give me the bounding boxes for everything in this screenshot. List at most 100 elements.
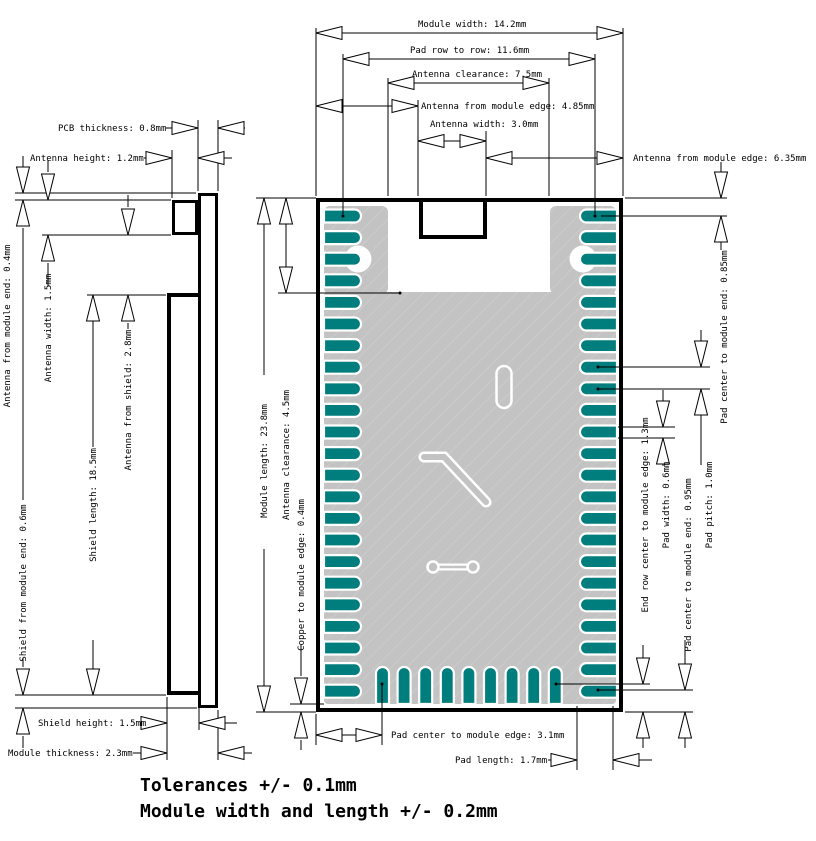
dimension-arrow <box>41 234 55 262</box>
pad-right-column <box>578 424 619 440</box>
pad-right-column <box>578 467 619 483</box>
side-view <box>167 193 218 708</box>
pad-left-column <box>322 532 363 548</box>
dimension-arrow <box>656 400 670 428</box>
dimension-arrow <box>279 197 293 225</box>
capsule-mark <box>495 364 513 410</box>
dimension-arrow <box>417 134 445 148</box>
dimension-arrow <box>16 166 30 194</box>
label-shield-length: Shield length: 18.5mm <box>89 448 99 562</box>
dimension-arrow <box>16 707 30 735</box>
dimension-arrow <box>315 99 343 113</box>
dimension-arrow <box>217 746 245 760</box>
pad-bottom-row <box>418 665 434 706</box>
pad-right-column <box>578 662 619 678</box>
dimension-arrow <box>16 199 30 227</box>
pad-left-column <box>322 510 363 526</box>
dimension-arrow <box>596 26 624 40</box>
pad-left-column <box>322 554 363 570</box>
dimension-arrow <box>217 121 245 135</box>
dimension-arrow <box>197 151 225 165</box>
dimension-arrow <box>387 76 415 90</box>
drawing-shape <box>554 682 558 686</box>
dimension-arrow <box>41 173 55 201</box>
pad-right-column <box>578 640 619 656</box>
pad-right-column <box>578 575 619 591</box>
label-copper-to-module-edge: Copper to module edge: 0.4mm <box>297 499 307 651</box>
pcb-profile <box>198 193 218 708</box>
pad-right-column <box>578 316 619 332</box>
label-pcb-thickness: PCB thickness: 0.8mm <box>58 124 166 134</box>
drawing-shape <box>341 214 345 218</box>
pad-right-column <box>578 489 619 505</box>
pad-right-column <box>578 273 619 289</box>
label-shield-height: Shield height: 1.5mm <box>38 719 146 729</box>
pad-bottom-row <box>461 665 477 706</box>
dimension-arrow <box>279 266 293 294</box>
label-antenna-from-module-end: Antenna from module end: 0.4mm <box>3 245 13 408</box>
dimension-arrow <box>140 746 168 760</box>
dimension-arrow <box>171 121 199 135</box>
label-pad-center-to-module-edge: Pad center to module edge: 3.1mm <box>391 731 564 741</box>
dimension-arrow <box>636 711 650 739</box>
label-module-thickness: Module thickness: 2.3mm <box>8 749 133 759</box>
pad-right-column <box>578 597 619 613</box>
pad-left-column <box>322 467 363 483</box>
dumbbell-end <box>466 560 480 574</box>
label-pad-center-to-module-end-bottom: Pad center to module end: 0.95mm <box>684 478 694 651</box>
label-module-width: Module width: 14.2mm <box>418 20 526 30</box>
dimension-arrow <box>714 171 728 199</box>
pad-right-column <box>578 338 619 354</box>
dimension-arrow <box>16 668 30 696</box>
pad-right-column <box>578 618 619 634</box>
note-tolerance-module: Module width and length +/- 0.2mm <box>140 801 498 822</box>
dimension-arrow <box>714 215 728 243</box>
top-view <box>316 198 623 712</box>
dimension-arrow <box>568 52 596 66</box>
pad-left-column <box>322 273 363 289</box>
pad-left-column <box>322 338 363 354</box>
pad-left-column <box>322 640 363 656</box>
pad-right-column <box>578 294 619 310</box>
label-pad-pitch: Pad pitch: 1.0mm <box>705 462 715 549</box>
antenna-notch <box>419 198 487 239</box>
pad-bottom-row <box>482 665 499 706</box>
pad-left-column <box>322 294 363 310</box>
pad-left-column <box>322 683 363 699</box>
pad-left-column <box>322 359 363 375</box>
drawing-shape <box>398 291 402 295</box>
drawing-shape <box>596 365 600 369</box>
label-pad-center-to-module-end-top: Pad center to module end: 0.85mm <box>720 250 730 423</box>
dimension-arrow <box>315 728 343 742</box>
dimension-arrow <box>198 716 226 730</box>
dimension-arrow <box>459 134 487 148</box>
pad-bottom-row <box>547 665 563 706</box>
pad-right-column <box>578 554 619 570</box>
pad-right-column <box>578 532 619 548</box>
dimension-arrow <box>391 99 419 113</box>
dimension-arrow <box>694 388 708 416</box>
dimension-arrow <box>257 685 271 713</box>
drawing-shape <box>596 387 600 391</box>
dimension-arrow <box>485 151 513 165</box>
pad-left-column <box>322 251 363 267</box>
dimension-arrow <box>678 663 692 691</box>
label-antenna-clearance-v: Antenna clearance: 4.5mm <box>282 390 292 520</box>
pad-center-marks <box>341 214 600 692</box>
label-pad-length: Pad length: 1.7mm <box>455 756 547 766</box>
label-antenna-width-side: Antenna width: 1.5mm <box>44 274 54 382</box>
pad-left-column <box>322 618 363 634</box>
dimension-arrow <box>121 294 135 322</box>
pad-left-column <box>322 381 363 397</box>
drawing-shape <box>596 688 600 692</box>
pad-left-column <box>322 402 363 418</box>
dimension-arrow <box>636 657 650 685</box>
pad-bottom-row <box>526 665 542 706</box>
label-antenna-height: Antenna height: 1.2mm <box>30 154 144 164</box>
pad-left-column <box>322 575 363 591</box>
copper-marks <box>418 364 513 574</box>
pad-bottom-row <box>504 665 520 706</box>
label-pad-row-to-row: Pad row to row: 11.6mm <box>410 46 529 56</box>
